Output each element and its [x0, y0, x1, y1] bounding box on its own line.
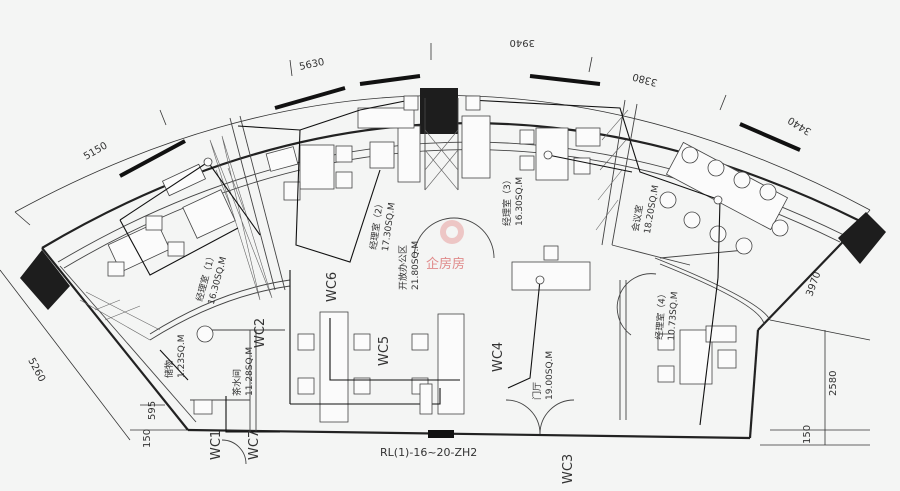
label-manager1: 经理室（1） 16.30SQ.M — [193, 251, 229, 306]
open-office-name: 开放办公区 — [397, 245, 409, 290]
dim-2580: 2580 — [828, 371, 839, 396]
wc7-label: WC7 — [247, 430, 262, 460]
storage-name: 储物 — [163, 360, 175, 378]
wiring — [119, 99, 721, 433]
label-manager2: 经理室（2） 17.30SQ.M — [367, 199, 398, 253]
manager4-area: 10.73SQ.M — [667, 291, 680, 341]
dim-5260: 5260 — [25, 356, 47, 384]
meeting-area: 18.20SQ.M — [643, 184, 661, 234]
dim-3440: 3440 — [786, 114, 813, 137]
lobby-name: 门厅 — [531, 382, 543, 400]
label-tea: 茶水间 11.28SQ.M — [231, 347, 255, 396]
wc3-label: WC3 — [561, 454, 576, 484]
wc5-label: WC5 — [377, 336, 392, 366]
column-left — [20, 250, 70, 310]
doors — [221, 217, 657, 465]
window-bands — [119, 74, 801, 178]
dim-3940: 3940 — [510, 37, 535, 48]
dim-150-right: 150 — [802, 425, 813, 444]
wc6-label: WC6 — [325, 272, 340, 302]
column-right — [838, 212, 886, 264]
partitions — [149, 98, 771, 432]
wc2-label: WC2 — [253, 318, 268, 348]
column-top — [420, 88, 458, 134]
tea-name: 茶水间 — [231, 369, 243, 396]
dim-5630: 5630 — [298, 57, 325, 73]
dim-3380: 3380 — [631, 71, 658, 88]
dim-3970: 3970 — [804, 270, 823, 298]
manager3-name: 经理室（3） — [501, 175, 513, 226]
label-lobby: 门厅 19.00SQ.M — [531, 351, 555, 400]
wc4-label: WC4 — [491, 342, 506, 372]
dim-5150: 5150 — [82, 140, 110, 162]
manager3-area: 16.30SQ.M — [515, 177, 525, 226]
label-manager3: 经理室（3） 16.30SQ.M — [501, 175, 525, 226]
label-manager4: 经理室（4） 10.73SQ.M — [653, 289, 680, 341]
label-storage: 储物 1.23SQ.M — [163, 335, 187, 378]
label-open-office: 开放办公区 21.80SQ.M — [397, 241, 421, 290]
watermark-text: 企房房 — [426, 256, 465, 272]
open-office-area: 21.80SQ.M — [411, 241, 421, 290]
wc1-label: WC1 — [209, 430, 224, 460]
storage-area: 1.23SQ.M — [177, 335, 187, 378]
watermark-logo — [440, 220, 464, 244]
lobby-area: 19.00SQ.M — [545, 351, 555, 400]
label-meeting: 会议室 18.20SQ.M — [629, 184, 661, 234]
dim-595: 595 — [147, 401, 158, 420]
panel-boxes — [203, 95, 723, 438]
manager4-name: 经理室（4） — [653, 289, 669, 340]
dim-150-left: 150 — [142, 429, 153, 448]
unit-code: RL(1)-16~20-ZH2 — [380, 446, 477, 459]
tea-area: 11.28SQ.M — [245, 347, 255, 396]
